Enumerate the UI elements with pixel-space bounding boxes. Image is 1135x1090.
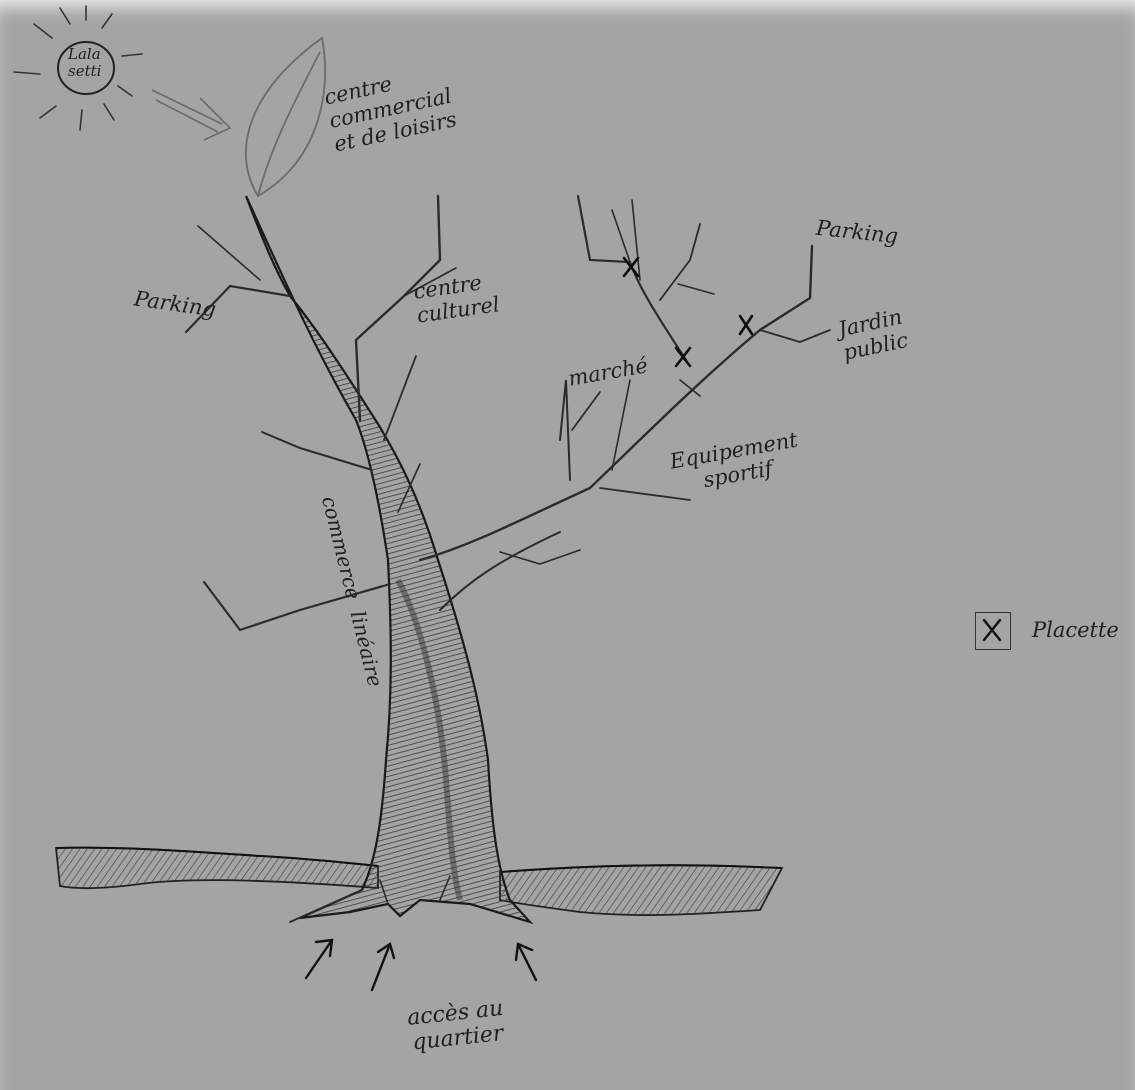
sun-label: Lala setti xyxy=(68,45,102,80)
acces-quartier-label: accès au quartier xyxy=(406,995,505,1056)
leaf-icon xyxy=(245,36,327,198)
legend-x-icon xyxy=(982,618,1002,642)
placette-marker-icons xyxy=(622,256,754,368)
tree-branches xyxy=(184,194,831,923)
access-arrow-icons xyxy=(304,938,538,992)
legend-box xyxy=(975,612,1011,650)
ground xyxy=(55,846,784,916)
sun-arrow-icon xyxy=(151,89,232,141)
sun-icon xyxy=(13,5,143,131)
tree-trunk xyxy=(244,195,534,925)
legend-label: Placette xyxy=(1032,618,1119,642)
